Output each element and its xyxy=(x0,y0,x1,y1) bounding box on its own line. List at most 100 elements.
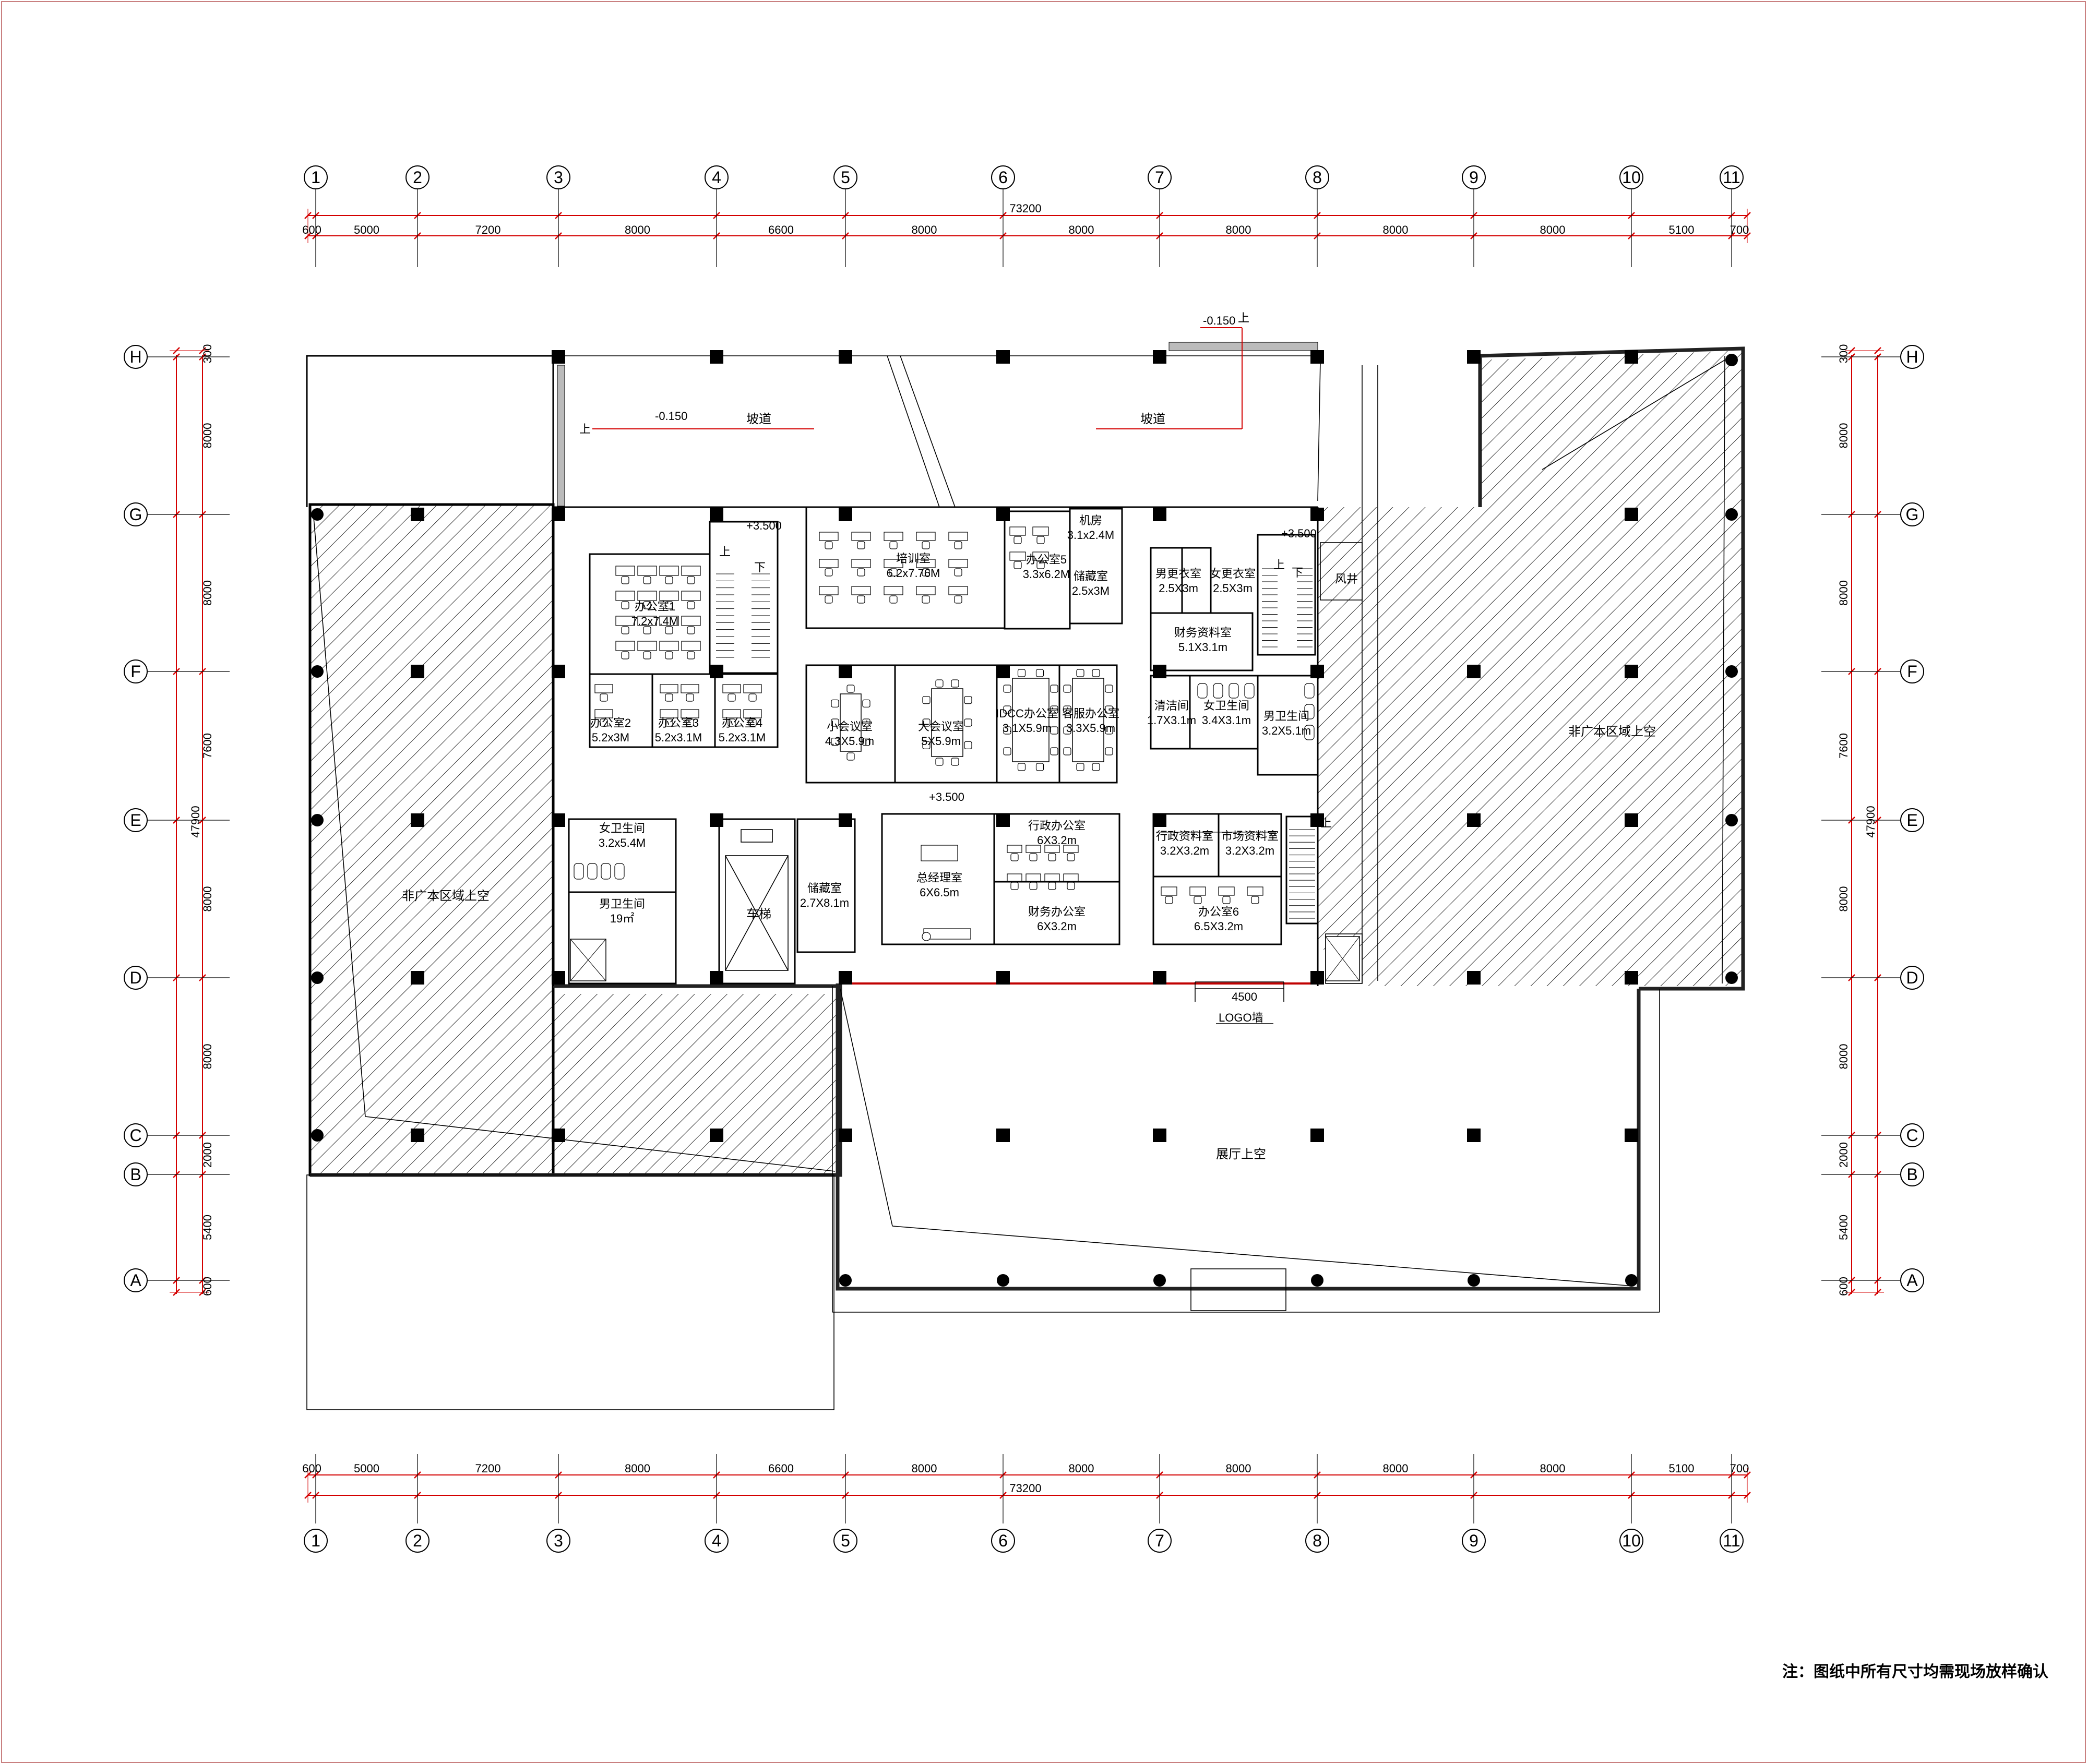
furniture xyxy=(570,526,1360,981)
stair-level-left: +3.500 xyxy=(746,519,782,532)
dim-x-top: 700 xyxy=(1730,223,1749,236)
dim-y-right: 8000 xyxy=(1837,580,1850,606)
column xyxy=(710,665,723,678)
axis-label: 2 xyxy=(413,1531,422,1550)
axis-label: 6 xyxy=(998,168,1008,187)
room-size: 7.2x7.4M xyxy=(631,615,679,628)
column xyxy=(552,508,565,521)
room-size: 3.3x6.2M xyxy=(1023,568,1070,581)
column xyxy=(1725,508,1738,521)
room-size: 5.1X3.1m xyxy=(1178,641,1227,654)
dim-x-top: 8000 xyxy=(1540,223,1566,236)
dim-y-total-right: 47900 xyxy=(1864,806,1877,837)
column xyxy=(1153,1274,1166,1287)
void-right-label: 非广本区域上空 xyxy=(1568,725,1656,739)
dimension-values: 6006005000500072007200800080006600660080… xyxy=(189,202,1877,1495)
dim-x-top: 7200 xyxy=(475,223,501,236)
labels: 坡道 坡道 上 上 -0.150 -0.150 +3.500 +3.500 +3… xyxy=(402,311,2048,1681)
dim-y-total-left: 47900 xyxy=(189,806,202,837)
dim-x-bottom: 6600 xyxy=(768,1462,794,1475)
column xyxy=(411,813,424,827)
dim-y-left: 8000 xyxy=(201,423,214,449)
dim-x-total-bottom: 73200 xyxy=(1009,1482,1041,1495)
column xyxy=(1310,971,1324,985)
room-size: 3.2X3.2m xyxy=(1160,844,1209,857)
axis-label: 5 xyxy=(841,168,850,187)
column xyxy=(1625,971,1638,985)
room-size: 6.2x7.76M xyxy=(887,567,940,580)
drawing-note: 注：图纸中所有尺寸均需现场放样确认 xyxy=(1782,1663,2048,1681)
room-name: 机房 xyxy=(1079,514,1102,527)
dim-y-right: 7600 xyxy=(1837,733,1850,759)
room-name: 女卫生间 xyxy=(1203,699,1249,712)
column xyxy=(411,508,424,521)
logo-wall-dim: 4500 xyxy=(1232,990,1257,1003)
column xyxy=(1153,813,1166,827)
axis-bubble-A-left: A xyxy=(124,1268,148,1292)
axis-bubble-9-bottom: 9 xyxy=(1462,1529,1486,1553)
column xyxy=(552,971,565,985)
column xyxy=(1153,350,1166,364)
column xyxy=(1153,971,1166,985)
axis-label: 7 xyxy=(1155,1531,1164,1550)
room-size: 6X3.2m xyxy=(1037,920,1077,933)
dim-y-left: 8000 xyxy=(201,886,214,912)
axis-bubble-A-right: A xyxy=(1900,1268,1924,1292)
axis-bubble-1-bottom: 1 xyxy=(304,1529,328,1553)
dim-y-left: 5400 xyxy=(201,1215,214,1240)
room-name: 培训室 xyxy=(896,552,931,565)
column xyxy=(411,971,424,985)
dim-x-top: 5100 xyxy=(1669,223,1695,236)
column xyxy=(839,1129,852,1142)
room-name: 男更衣室 xyxy=(1155,567,1201,580)
axis-bubble-10-top: 10 xyxy=(1619,165,1643,189)
column xyxy=(710,813,723,827)
axis-label: F xyxy=(1907,662,1917,681)
room-size: 3.2X5.1m xyxy=(1262,724,1311,737)
stair-up-lower: 上 xyxy=(1320,817,1332,830)
dim-x-top: 8000 xyxy=(912,223,937,236)
column xyxy=(1467,1129,1481,1142)
room-size: 6X3.2m xyxy=(1037,834,1077,847)
column xyxy=(1467,665,1481,678)
axis-bubble-3-top: 3 xyxy=(546,165,570,189)
axis-bubble-E-left: E xyxy=(124,808,148,832)
column xyxy=(552,350,565,364)
dim-y-right: 8000 xyxy=(1837,886,1850,912)
column xyxy=(1310,508,1324,521)
room-name: 办公室6 xyxy=(1198,905,1239,918)
dim-x-top: 8000 xyxy=(1226,223,1251,236)
column xyxy=(710,350,723,364)
axis-bubble-7-top: 7 xyxy=(1148,165,1172,189)
room-size: 6.5X3.2m xyxy=(1194,920,1243,933)
column xyxy=(311,1129,324,1142)
dim-x-bottom: 8000 xyxy=(1540,1462,1566,1475)
ramp-level-left: -0.150 xyxy=(655,410,687,423)
axis-label: 9 xyxy=(1469,168,1478,187)
axis-label: 8 xyxy=(1313,168,1322,187)
axis-bubble-H-right: H xyxy=(1900,345,1924,369)
dim-y-left: 600 xyxy=(201,1277,214,1296)
dim-x-top: 8000 xyxy=(1383,223,1409,236)
axis-bubble-D-right: D xyxy=(1900,966,1924,990)
axis-bubble-F-left: F xyxy=(124,659,148,683)
dim-y-right: 2000 xyxy=(1837,1142,1850,1168)
gm-level: +3.500 xyxy=(929,790,964,803)
axis-bubble-E-right: E xyxy=(1900,808,1924,832)
air-shaft-label: 风井 xyxy=(1335,572,1358,585)
room-name: 行政办公室 xyxy=(1028,819,1086,832)
column xyxy=(839,971,852,985)
room-name: 清洁间 xyxy=(1154,699,1189,712)
room-office6: 办公室6 6.5X3.2m xyxy=(1194,905,1243,933)
column xyxy=(552,813,565,827)
room-name: 客服办公室 xyxy=(1062,707,1119,720)
column xyxy=(1725,971,1738,984)
